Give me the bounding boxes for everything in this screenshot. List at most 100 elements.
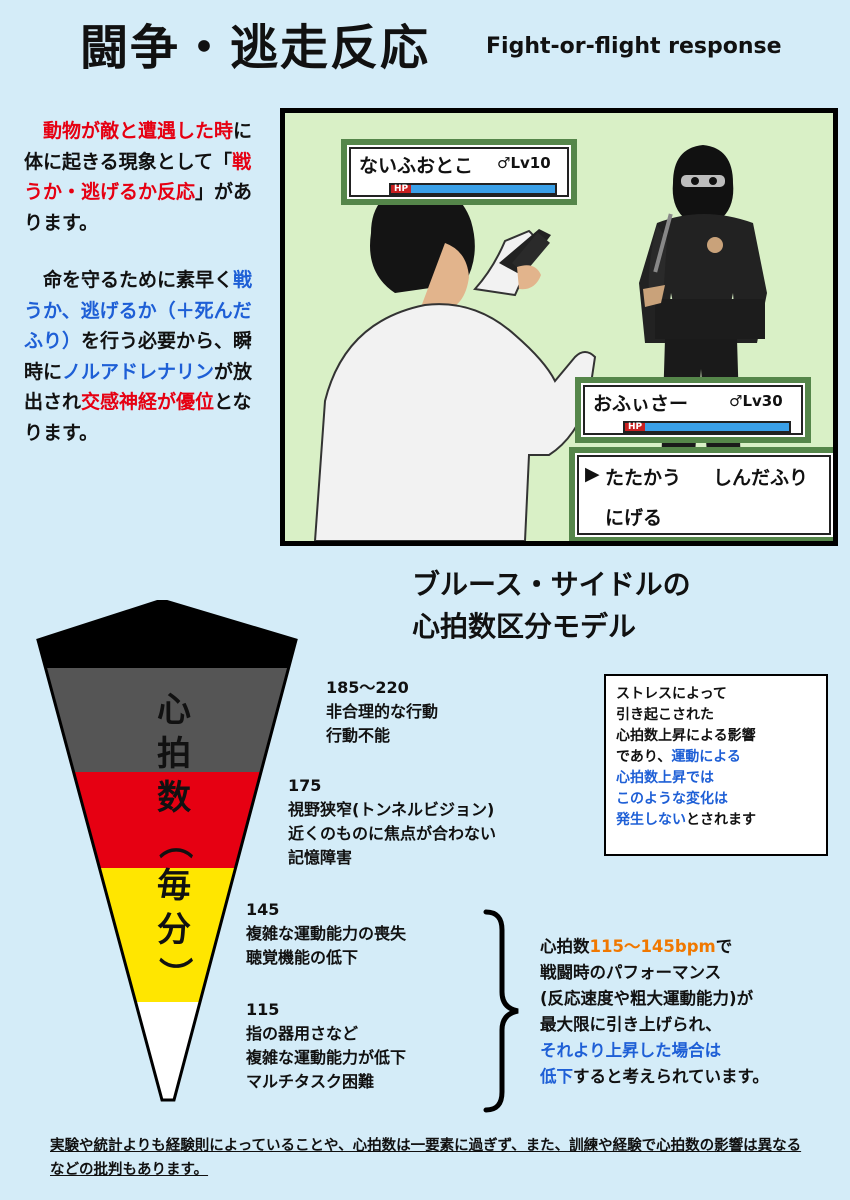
zone-line: 聴覚機能の低下 xyxy=(246,948,359,967)
command-fight: たたかう xyxy=(605,467,682,489)
zone-description: 115 指の器用さなど 複雑な運動能力が低下 マルチタスク困難 xyxy=(246,998,406,1094)
zone-bpm: 175 xyxy=(288,776,322,795)
intro-segment: 戦うか、逃げるか xyxy=(24,269,253,322)
intro-segment: を行う必要から、瞬時に xyxy=(24,330,253,383)
zone-line: 視野狭窄(トンネルビジョン) xyxy=(288,800,495,819)
summary-line: 心拍数115～145bpmで xyxy=(540,934,840,960)
heart-rate-funnel xyxy=(36,600,298,1102)
zone-black xyxy=(38,600,296,668)
command-run: にげる xyxy=(605,507,663,529)
note-segment: ストレスによって xyxy=(616,686,727,702)
intro-segment: となります。 xyxy=(24,391,252,444)
funnel-label-char: （ xyxy=(154,825,194,859)
intro-segment: 動物が敵と遭遇した時 xyxy=(43,120,234,142)
intro-segment: ノルアドレナリン xyxy=(62,360,215,383)
battle-scene-illustration: ないふおとこ ♂Lv10 HP おふぃさー ♂Lv30 HP ▶ たたかう しん… xyxy=(280,108,838,546)
summary-segment: 低下 xyxy=(540,1067,573,1086)
player-hp-bar: HP xyxy=(623,421,791,433)
funnel-label-char: 分 xyxy=(157,910,191,950)
note-line: このような変化は xyxy=(616,789,816,810)
command-play-dead: しんだふり xyxy=(713,467,809,489)
zone-description: 185～220 非合理的な行動 行動不能 xyxy=(326,676,438,748)
summary-segment: すると考えられています。 xyxy=(573,1067,769,1086)
note-line: 心拍数上昇による影響 xyxy=(616,726,816,747)
note-segment: 心拍数上昇では xyxy=(616,770,714,786)
summary-line: (反応速度や粗大運動能力)が xyxy=(540,986,840,1012)
summary-segment: (反応速度や粗大運動能力)が xyxy=(540,989,754,1008)
note-line: であり、運動による xyxy=(616,747,816,768)
summary-line: それより上昇した場合は xyxy=(540,1038,840,1064)
intro-segment: 」があります。 xyxy=(24,181,253,234)
note-line: ストレスによって xyxy=(616,684,816,705)
funnel-label-char: 心 xyxy=(157,690,191,730)
battle-command-menu: ▶ たたかう しんだふり にげる xyxy=(569,447,833,541)
summary-segment: で xyxy=(715,937,733,956)
player-status-box: おふぃさー ♂Lv30 HP xyxy=(575,377,811,443)
funnel-label: 心 拍 数 （ 毎 分 ） xyxy=(150,688,198,996)
footer-criticism-note: 実験や統計よりも経験則によっていることや、心拍数は一要素に過ぎず、また、訓練や経… xyxy=(50,1134,810,1182)
summary-segment: 115～145bpm xyxy=(589,937,716,956)
zone-line: 行動不能 xyxy=(326,726,391,745)
officer-figure xyxy=(313,184,597,541)
model-title: ブルース・サイドルの 心拍数区分モデル xyxy=(412,564,691,648)
zone-bpm: 115 xyxy=(246,1000,280,1019)
intro-paragraph-2: 命を守るために素早く戦うか、逃げるか（＋死んだふり）を行う必要から、瞬時にノルア… xyxy=(24,265,258,448)
summary-segment: 最大限に引き上げられ、 xyxy=(540,1015,722,1034)
note-segment: 心拍数上昇による影響 xyxy=(616,728,756,744)
enemy-status-box: ないふおとこ ♂Lv10 HP xyxy=(341,139,577,205)
summary-line: 戦闘時のパフォーマンス xyxy=(540,960,840,986)
note-segment: このような変化は xyxy=(616,791,728,807)
player-name: おふぃさー xyxy=(593,393,689,415)
player-hp-label: HP xyxy=(625,423,646,432)
zone-line: 指の器用さなど xyxy=(246,1024,359,1043)
intro-text: 動物が敵と遭遇した時に体に起きる現象として「戦うか・逃げるか反応」があります。 … xyxy=(24,116,258,448)
zone-description: 145 複雑な運動能力の喪失 聴覚機能の低下 xyxy=(246,898,406,970)
note-line: 発生しないとされます xyxy=(616,810,816,831)
intro-segment: 交感神経が優位 xyxy=(81,391,215,413)
performance-summary: 心拍数115～145bpmで戦闘時のパフォーマンス (反応速度や粗大運動能力)が最… xyxy=(540,934,840,1090)
intro-segment: が放出され xyxy=(24,360,253,414)
zone-line: 複雑な運動能力の喪失 xyxy=(246,924,407,943)
intro-segment: 戦うか・逃げるか反応 xyxy=(24,150,252,204)
note-segment: 発生しない xyxy=(616,812,686,828)
intro-paragraph-1: 動物が敵と遭遇した時に体に起きる現象として「戦うか・逃げるか反応」があります。 xyxy=(24,116,258,238)
summary-segment: それより上昇した場合は xyxy=(540,1041,722,1060)
footer-text: 実験や統計よりも経験則によっていることや、心拍数は一要素に過ぎず、また、訓練や経… xyxy=(50,1138,802,1178)
zone-line: マルチタスク困難 xyxy=(246,1072,375,1091)
page-title: 闘争・逃走反応 xyxy=(80,20,431,76)
enemy-name: ないふおとこ xyxy=(359,155,474,177)
zone-bpm: 145 xyxy=(246,900,280,919)
summary-line: 最大限に引き上げられ、 xyxy=(540,1012,840,1038)
curly-brace xyxy=(483,909,519,1113)
zone-gray xyxy=(38,668,296,772)
funnel-label-char: 毎 xyxy=(157,866,191,906)
summary-segment: 心拍数 xyxy=(540,937,590,956)
enemy-level: ♂Lv10 xyxy=(497,154,551,172)
note-segment: とされます xyxy=(686,812,756,828)
zone-bpm: 185～220 xyxy=(326,678,409,697)
intro-segment: 命を守るために素早く xyxy=(43,269,234,291)
intro-segment: に体に起きる現象として「 xyxy=(24,120,253,173)
intro-segment: （＋死んだふり） xyxy=(24,299,252,353)
model-title-line-1: ブルース・サイドルの xyxy=(412,568,691,601)
note-segment: であり、 xyxy=(616,749,672,765)
funnel-label-char: 数 xyxy=(157,778,191,818)
stress-note-box: ストレスによって引き起こされた心拍数上昇による影響であり、運動による心拍数上昇で… xyxy=(604,674,828,856)
zone-line: 記憶障害 xyxy=(288,848,353,867)
funnel-label-char: ） xyxy=(154,957,194,991)
enemy-hp-label: HP xyxy=(391,185,412,194)
funnel-label-char: 拍 xyxy=(157,734,191,774)
note-segment: 引き起こされた xyxy=(616,707,714,723)
model-title-line-2: 心拍数区分モデル xyxy=(412,610,637,643)
zone-line: 非合理的な行動 xyxy=(326,702,439,721)
command-cursor: ▶ xyxy=(585,463,600,485)
player-level: ♂Lv30 xyxy=(729,392,783,410)
note-line: 心拍数上昇では xyxy=(616,768,816,789)
enemy-hp-bar: HP xyxy=(389,183,557,195)
zone-line: 複雑な運動能力が低下 xyxy=(246,1048,407,1067)
zone-description: 175 視野狭窄(トンネルビジョン) 近くのものに焦点が合わない 記憶障害 xyxy=(288,774,496,870)
summary-segment: 戦闘時のパフォーマンス xyxy=(540,963,722,982)
zone-line: 近くのものに焦点が合わない xyxy=(288,824,497,843)
note-line: 引き起こされた xyxy=(616,705,816,726)
page-title-english: Fight-or-flight response xyxy=(486,34,782,59)
